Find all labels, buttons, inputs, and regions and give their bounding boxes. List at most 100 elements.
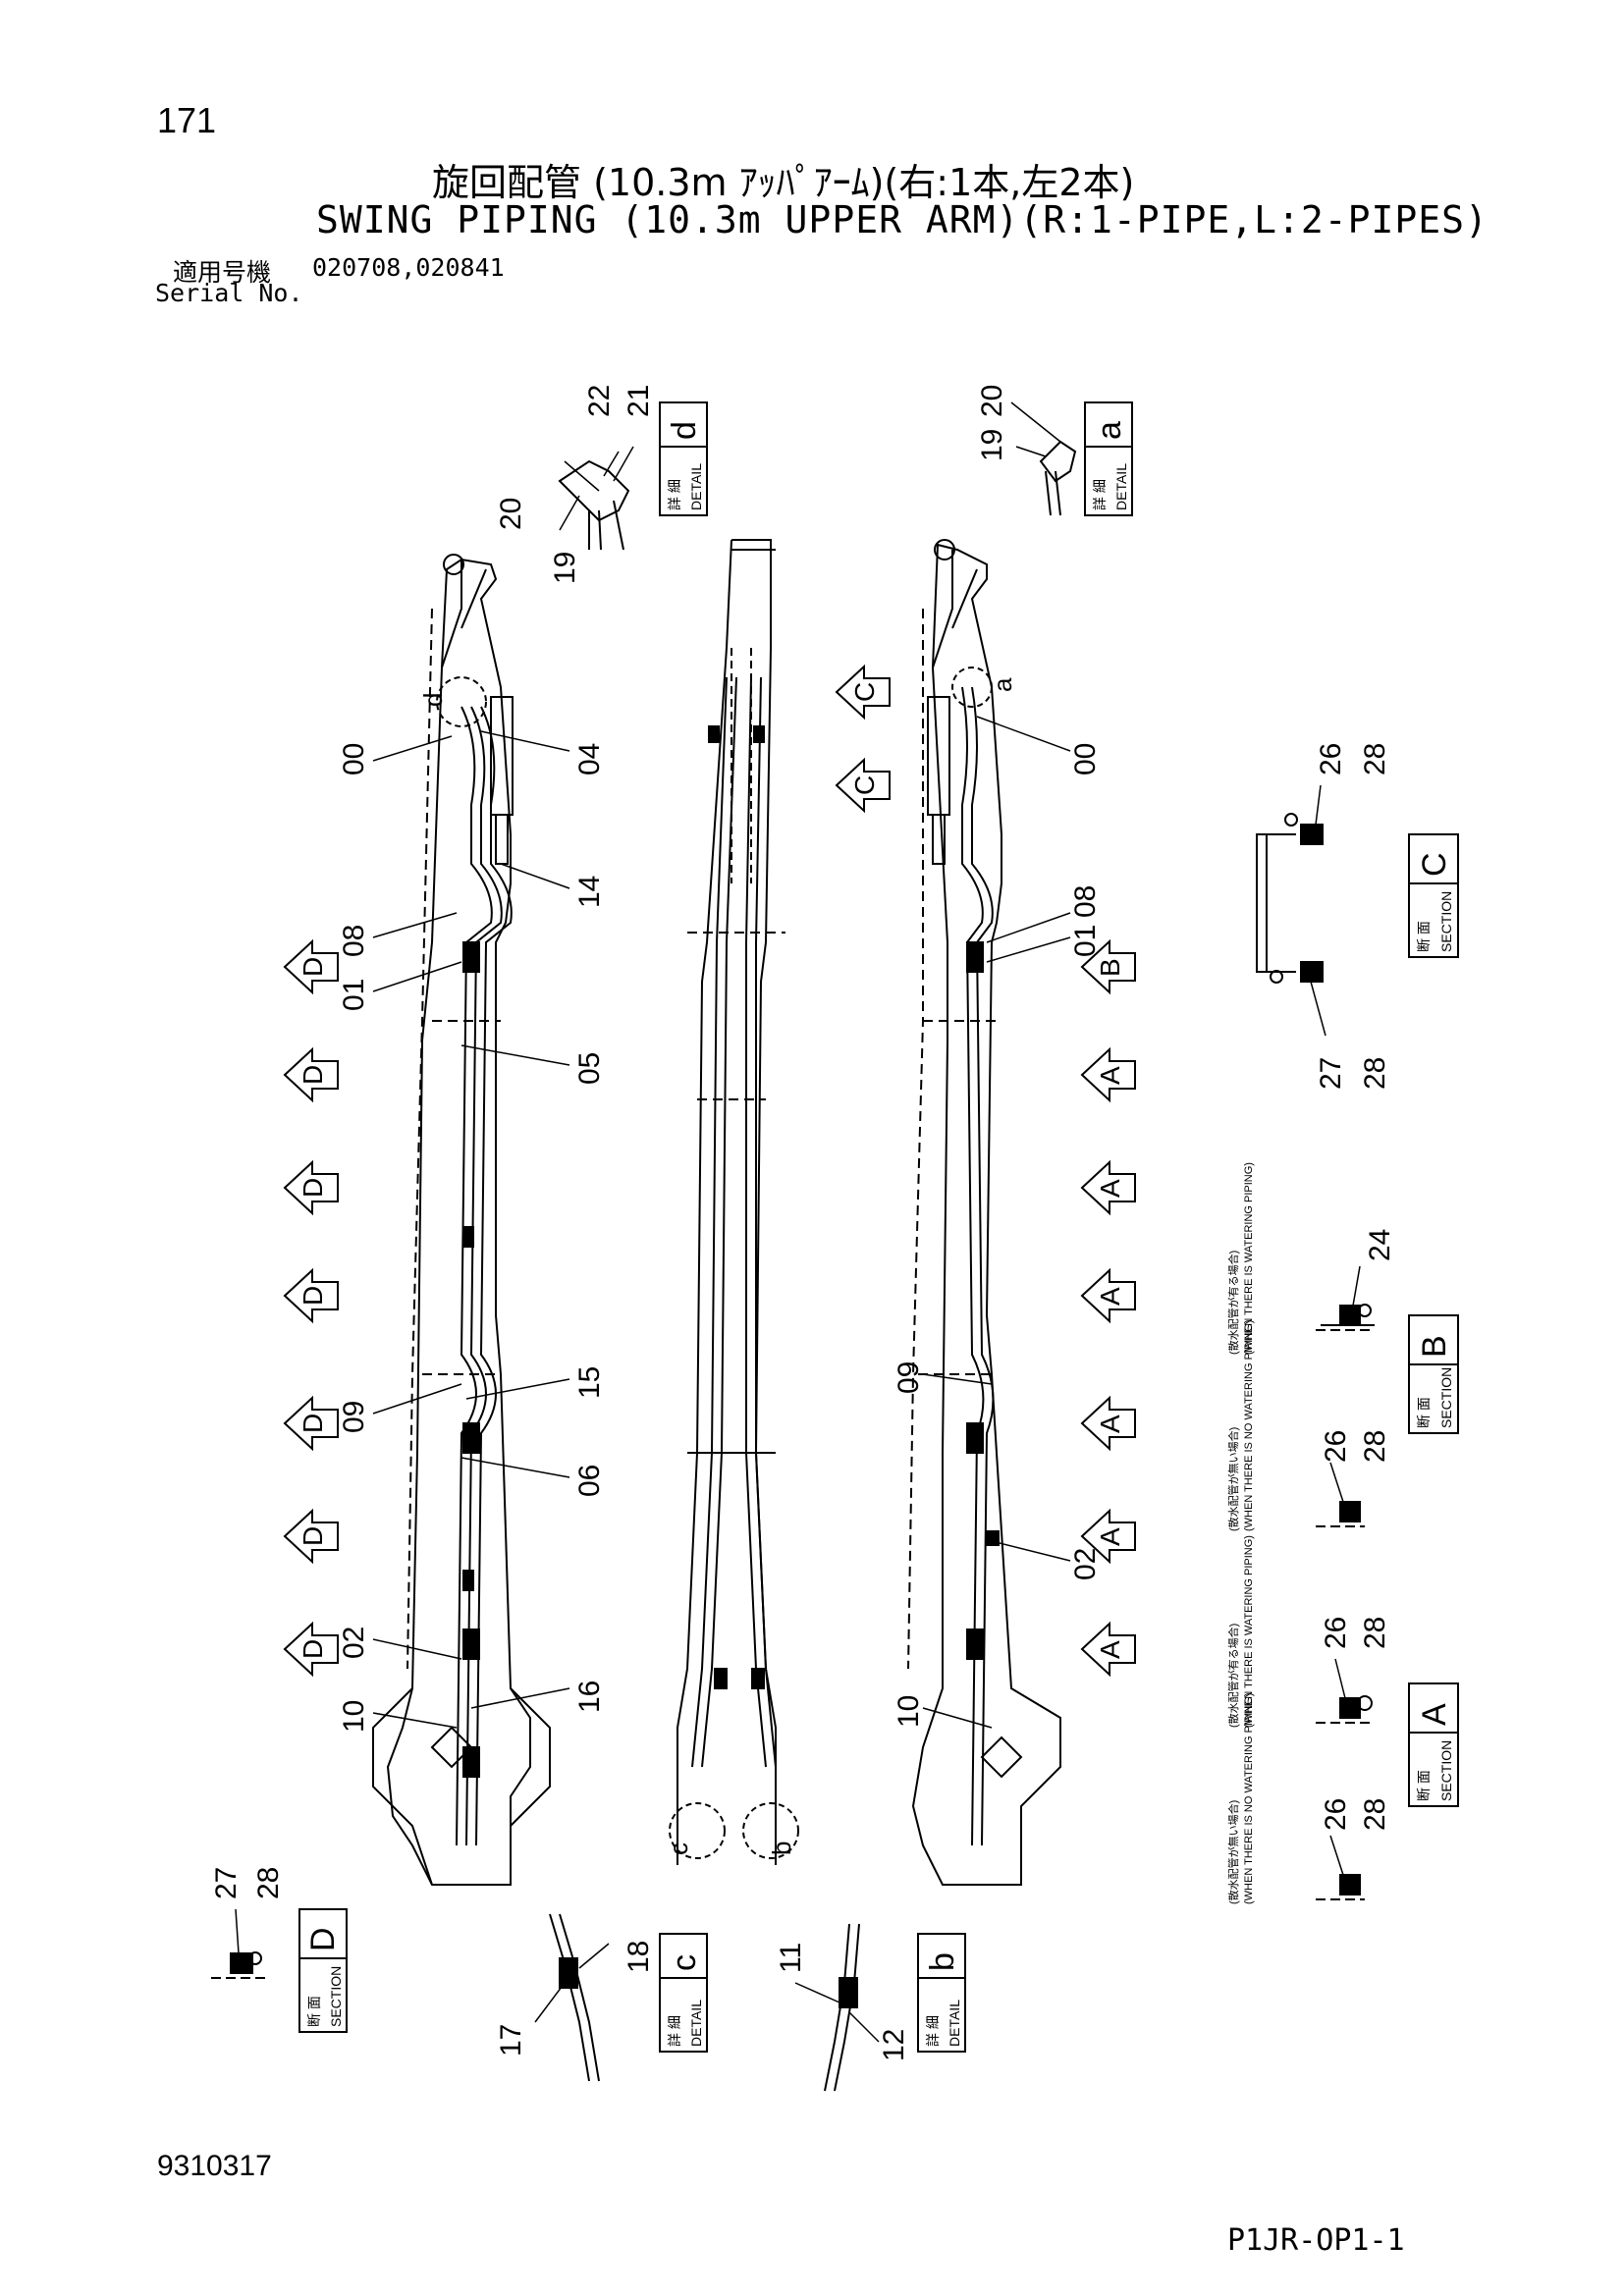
- section-a-with-watering-jp: (散水配管が有る場合): [1226, 1624, 1240, 1728]
- section-view-d: 27 28 D 断 面 SECTION: [210, 1867, 348, 2033]
- detail-d-label-en: DETAIL: [688, 463, 704, 510]
- section-arrow-right-3-letter: A: [1095, 1287, 1125, 1306]
- callout-left-02: 02: [338, 1627, 370, 1659]
- section-arrow-right-2-letter: A: [1095, 1179, 1125, 1198]
- left-arm-leaders: [372, 730, 570, 1729]
- callout-right-08: 08: [1069, 885, 1102, 918]
- section-arrow-left-2-letter: D: [298, 1178, 328, 1198]
- section-arrow-right-3: A: [1080, 1267, 1136, 1324]
- section-arrow-left-0-shape: [283, 938, 339, 995]
- center-arm-drawing: [669, 539, 799, 1865]
- section-arrow-right-5-letter: A: [1095, 1527, 1125, 1546]
- serial-label-japanese: 適用号機: [173, 258, 272, 287]
- detail-view-b: 11 12 b 詳 細 DETAIL: [775, 1923, 966, 2092]
- section-b-part-24: 24: [1364, 1229, 1396, 1261]
- section-d-part-27: 27: [210, 1867, 243, 1899]
- section-a-part-28b: 28: [1359, 1798, 1391, 1831]
- callout-left-06: 06: [573, 1465, 606, 1497]
- section-c-part-26: 26: [1315, 743, 1347, 775]
- section-a-label-jp: 断 面: [1416, 1770, 1432, 1801]
- detail-b-letter: b: [924, 1952, 961, 1971]
- section-c-part-27: 27: [1315, 1057, 1347, 1090]
- detail-view-c: 18 17 c 詳 細 DETAIL: [495, 1913, 708, 2082]
- section-c-part-28a: 28: [1359, 743, 1391, 775]
- section-arrow-right-4-shape: [1080, 1395, 1136, 1452]
- section-arrow-center-0: C: [835, 664, 891, 721]
- callout-right-09: 09: [893, 1362, 925, 1394]
- section-arrow-right-6-shape: [1080, 1621, 1136, 1678]
- section-c-label-jp: 断 面: [1416, 921, 1432, 952]
- detail-marker-b: b: [767, 1842, 796, 1855]
- detail-c-label-jp: 詳 細: [667, 2015, 682, 2047]
- section-a-part-26b: 26: [1320, 1798, 1352, 1831]
- callout-left-08: 08: [338, 925, 370, 957]
- callout-right-10: 10: [893, 1695, 925, 1728]
- section-arrow-right-6-letter: A: [1095, 1640, 1125, 1659]
- section-arrow-left-5-letter: D: [298, 1526, 328, 1546]
- section-view-b: 24 26 28 B 断 面 SECTION (散水配管が有る場合) (WHEN…: [1226, 1162, 1459, 1531]
- section-a-no-watering-en: (WHEN THERE IS NO WATERING PIPING): [1243, 1692, 1255, 1904]
- section-d-label-jp: 断 面: [306, 1996, 322, 2027]
- section-arrow-left-2: D: [283, 1159, 339, 1216]
- section-arrow-left-3: D: [283, 1267, 339, 1324]
- section-c-letter: C: [1416, 852, 1453, 877]
- section-arrow-right-4: A: [1080, 1395, 1136, 1452]
- section-arrow-center-1-shape: [835, 757, 891, 814]
- section-b-no-watering-jp: (散水配管が無い場合): [1226, 1427, 1240, 1531]
- section-b-part-26: 26: [1320, 1430, 1352, 1463]
- callout-left-16: 16: [573, 1681, 606, 1713]
- serial-values: 020708,020841: [312, 253, 505, 282]
- section-arrow-left-6-shape: [283, 1621, 339, 1678]
- section-arrow-right-2: A: [1080, 1159, 1136, 1216]
- detail-view-d: 22 21 20 19 d 詳 細 DETAIL: [495, 385, 708, 584]
- section-arrow-left-1: D: [283, 1046, 339, 1103]
- section-arrow-left-1-letter: D: [298, 1065, 328, 1085]
- section-arrow-right-3-shape: [1080, 1267, 1136, 1324]
- section-d-letter: D: [304, 1927, 342, 1951]
- section-arrow-left-5: D: [283, 1508, 339, 1565]
- detail-a-letter: a: [1091, 421, 1128, 440]
- left-arm-drawing: [372, 554, 551, 1886]
- callout-right-02: 02: [1069, 1548, 1102, 1580]
- detail-marker-d: d: [418, 693, 448, 707]
- section-arrow-right-0-shape: [1080, 938, 1136, 995]
- callout-left-05: 05: [573, 1052, 606, 1085]
- right-arm-leaders: [922, 716, 1071, 1729]
- section-arrow-left-4: D: [283, 1395, 339, 1452]
- detail-d-part-21: 21: [623, 385, 655, 417]
- detail-c-part-18: 18: [623, 1941, 655, 1973]
- section-d-label-en: SECTION: [328, 1966, 344, 2027]
- section-arrow-left-3-letter: D: [298, 1286, 328, 1306]
- section-arrow-right-4-letter: A: [1095, 1415, 1125, 1433]
- detail-a-part-19: 19: [976, 429, 1008, 461]
- right-arm-drawing: [907, 539, 1061, 1886]
- title-english: SWING PIPING (10.3m UPPER ARM)(R:1-PIPE,…: [316, 198, 1489, 241]
- section-arrow-center-0-letter: C: [849, 682, 880, 702]
- page-number: 171: [157, 100, 217, 140]
- section-arrow-right-5-shape: [1080, 1508, 1136, 1565]
- section-arrow-right-1-letter: A: [1095, 1066, 1125, 1085]
- detail-a-label-jp: 詳 細: [1092, 479, 1108, 510]
- section-a-letter: A: [1416, 1703, 1453, 1726]
- section-arrow-center-1-letter: C: [849, 775, 880, 795]
- section-a-with-watering-en: (WHEN THERE IS WATERING PIPING): [1243, 1535, 1255, 1728]
- section-view-a: 26 28 26 28 A 断 面 SECTION (散水配管が有る場合) (W…: [1226, 1535, 1459, 1904]
- detail-marker-a: a: [988, 677, 1017, 692]
- sheet-code: P1JR-OP1-1: [1227, 2223, 1405, 2258]
- callout-left-14: 14: [573, 876, 606, 908]
- detail-a-label-en: DETAIL: [1113, 463, 1129, 510]
- section-arrow-right-0-letter: B: [1095, 958, 1125, 977]
- detail-marker-c: c: [664, 1842, 693, 1855]
- callout-left-15: 15: [573, 1366, 606, 1399]
- section-arrow-left-3-shape: [283, 1267, 339, 1324]
- section-a-part-26a: 26: [1320, 1617, 1352, 1649]
- section-arrow-left-2-shape: [283, 1159, 339, 1216]
- section-arrow-left-0: D: [283, 938, 339, 995]
- detail-view-a: 20 19 a 詳 細 DETAIL: [976, 385, 1133, 516]
- section-arrow-center-1: C: [835, 757, 891, 814]
- section-b-with-watering-en: (WHEN THERE IS WATERING PIPING): [1243, 1162, 1255, 1355]
- section-c-label-en: SECTION: [1438, 891, 1454, 952]
- detail-d-part-19: 19: [549, 552, 581, 584]
